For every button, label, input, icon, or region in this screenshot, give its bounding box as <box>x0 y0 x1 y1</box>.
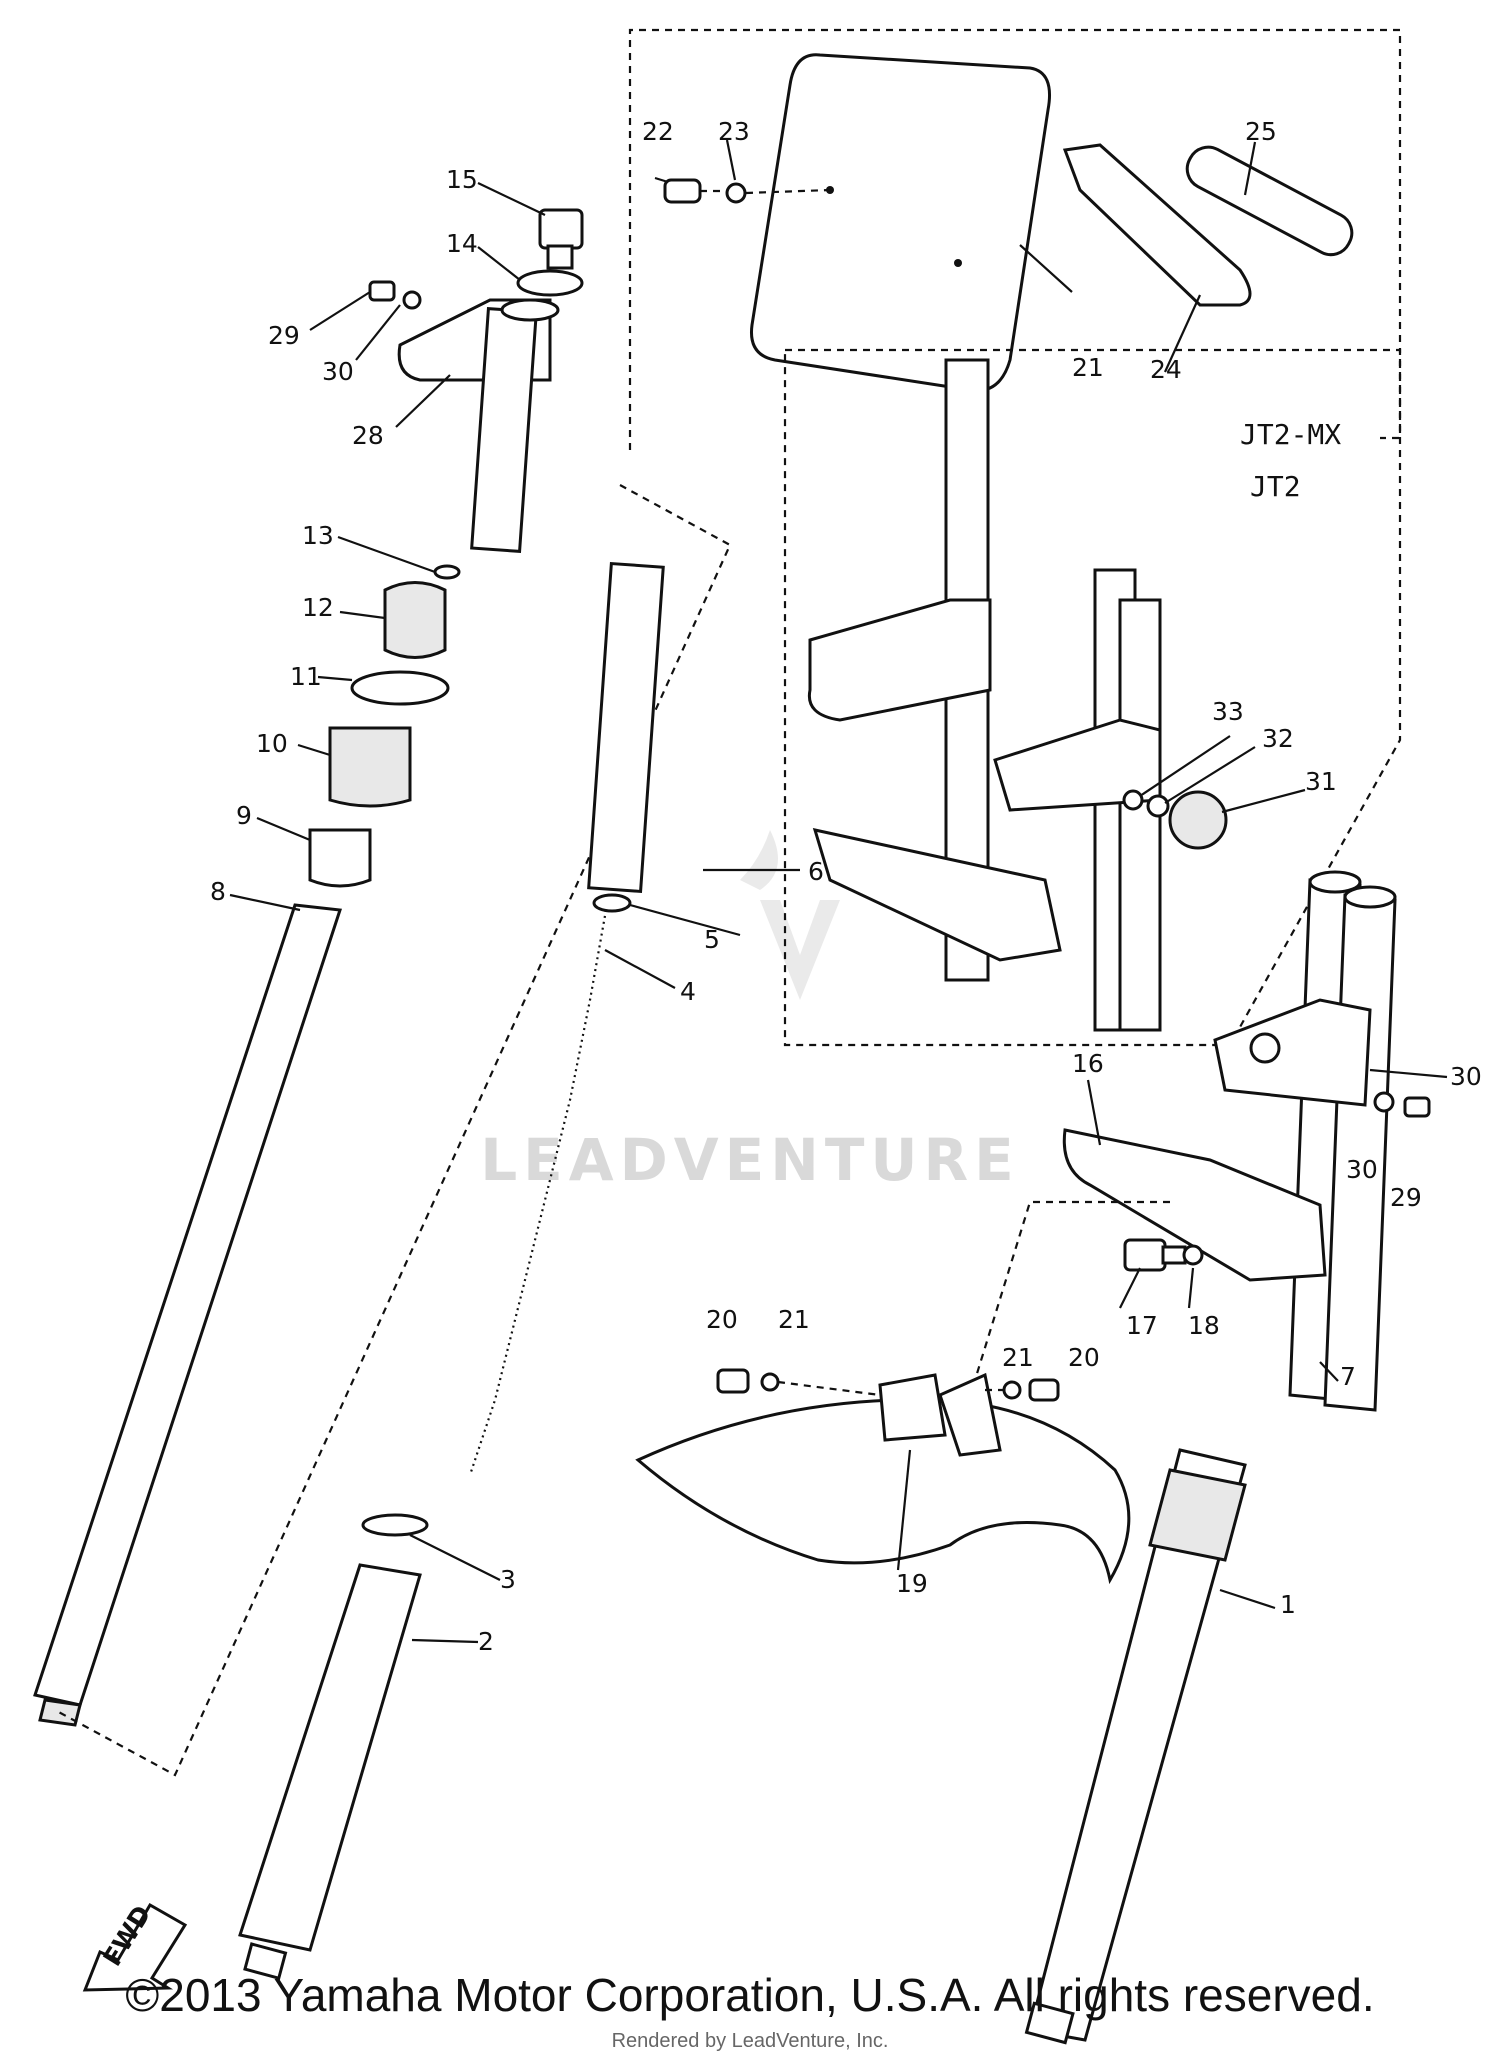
upper-guide <box>328 726 412 808</box>
under-bracket <box>1062 1128 1327 1282</box>
callout-14: 14 <box>446 229 478 258</box>
callout-27: 30 <box>1450 1062 1482 1091</box>
fender-stay-left <box>878 1373 947 1442</box>
bracket-bolt <box>368 280 396 302</box>
jt2-mx-label: JT2-MX <box>1240 418 1341 451</box>
jt2-headlight-bracket-left <box>807 598 992 722</box>
callout-23: 22 <box>642 117 674 146</box>
callout-32: 32 <box>1262 724 1294 753</box>
headlight-washer <box>1373 1091 1395 1113</box>
reflector-nut <box>1146 794 1170 818</box>
callout-6: 6 <box>808 857 824 886</box>
fender-washer-left <box>760 1372 780 1392</box>
spring-seat <box>592 893 632 913</box>
callout-29-right: 29 <box>1390 1183 1422 1212</box>
circlip <box>433 564 461 580</box>
callout-3: 3 <box>500 1565 516 1594</box>
cover-cap <box>383 581 447 659</box>
stem-bolt-shank <box>546 244 574 270</box>
callout-25: 24 <box>1150 355 1182 384</box>
fender-bolt-left <box>716 1368 750 1394</box>
stem-washer <box>516 269 584 297</box>
jt2-label: JT2 <box>1250 470 1301 503</box>
callout-1: 1 <box>1280 1590 1296 1619</box>
callout-16: 16 <box>1072 1049 1104 1078</box>
steering-stem-assembly <box>33 208 732 1981</box>
jt2-under-bracket <box>812 827 1062 962</box>
fork-outer-tube <box>238 1563 422 1952</box>
reflector <box>1168 790 1228 850</box>
jt2-mx-variant-box: JT2-MX <box>628 28 1402 451</box>
plate-band <box>1185 145 1354 257</box>
leadventure-watermark-logo <box>740 830 840 1000</box>
pinch-washer <box>1182 1244 1204 1266</box>
callout-4: 4 <box>680 977 696 1006</box>
callout-5: 5 <box>704 925 720 954</box>
headlight-bracket <box>1213 998 1372 1107</box>
callout-31: 31 <box>1305 767 1337 796</box>
plate-bolt <box>663 178 702 204</box>
callout-20-left: 20 <box>706 1305 738 1334</box>
front-fork-assembly-right <box>635 870 1431 2045</box>
callout-21-left: 21 <box>778 1305 810 1334</box>
plate-washer <box>725 182 747 204</box>
callout-9: 9 <box>236 801 252 830</box>
fender-stay-right <box>938 1372 1002 1457</box>
rendered-by-credit: Rendered by LeadVenture, Inc. <box>611 2030 889 2052</box>
callout-numbers: 15 14 29 30 28 13 12 11 10 9 8 22 23 21 … <box>210 117 1482 1656</box>
callout-8: 8 <box>210 877 226 906</box>
stem-bolt <box>538 208 584 250</box>
callout-22: 21 <box>1072 353 1104 382</box>
fork-spring <box>468 909 608 1476</box>
jt2-variant-box: JT2 <box>783 348 1402 1047</box>
callout-11: 11 <box>290 662 322 691</box>
callout-33: 33 <box>1212 697 1244 726</box>
callout-21-right: 21 <box>1002 1343 1034 1372</box>
inner-tube <box>587 561 665 894</box>
callout-7: 7 <box>1340 1362 1356 1391</box>
fork-outer-tube-right <box>1028 1448 1247 2042</box>
callout-28: 28 <box>352 421 384 450</box>
headlight-bolt <box>1403 1096 1431 1118</box>
seal <box>361 1513 429 1537</box>
watermark-text: LEADVENTURE <box>480 1126 1020 1194</box>
leader-lines <box>229 139 1448 1644</box>
plate-bracket <box>1062 143 1252 307</box>
outer-tube <box>33 903 342 1707</box>
fender-bolt-right <box>1028 1378 1060 1402</box>
callout-10: 10 <box>256 729 288 758</box>
bushing <box>308 828 372 888</box>
callout-17: 17 <box>1126 1311 1158 1340</box>
reflector-washer <box>1122 789 1144 811</box>
callout-2: 2 <box>478 1627 494 1656</box>
fender-washer-right <box>1002 1380 1022 1400</box>
callout-12: 12 <box>302 593 334 622</box>
callout-29-left: 29 <box>268 321 300 350</box>
jt2-headlight-bracket-right <box>993 718 1162 812</box>
callout-19: 19 <box>896 1569 928 1598</box>
callout-24: 23 <box>718 117 750 146</box>
seal-ring <box>350 670 450 706</box>
bracket-washer <box>402 290 422 310</box>
callout-20-right: 20 <box>1068 1343 1100 1372</box>
callout-30-right: 30 <box>1346 1155 1378 1184</box>
copyright-notice: ©2013 Yamaha Motor Corporation, U.S.A. A… <box>125 1969 1375 2021</box>
pinch-bolt <box>1123 1238 1167 1272</box>
callout-15: 15 <box>446 165 478 194</box>
number-plate <box>749 53 1051 393</box>
callout-13: 13 <box>302 521 334 550</box>
callout-18: 18 <box>1188 1311 1220 1340</box>
callout-26: 25 <box>1245 117 1277 146</box>
callout-30-left: 30 <box>322 357 354 386</box>
